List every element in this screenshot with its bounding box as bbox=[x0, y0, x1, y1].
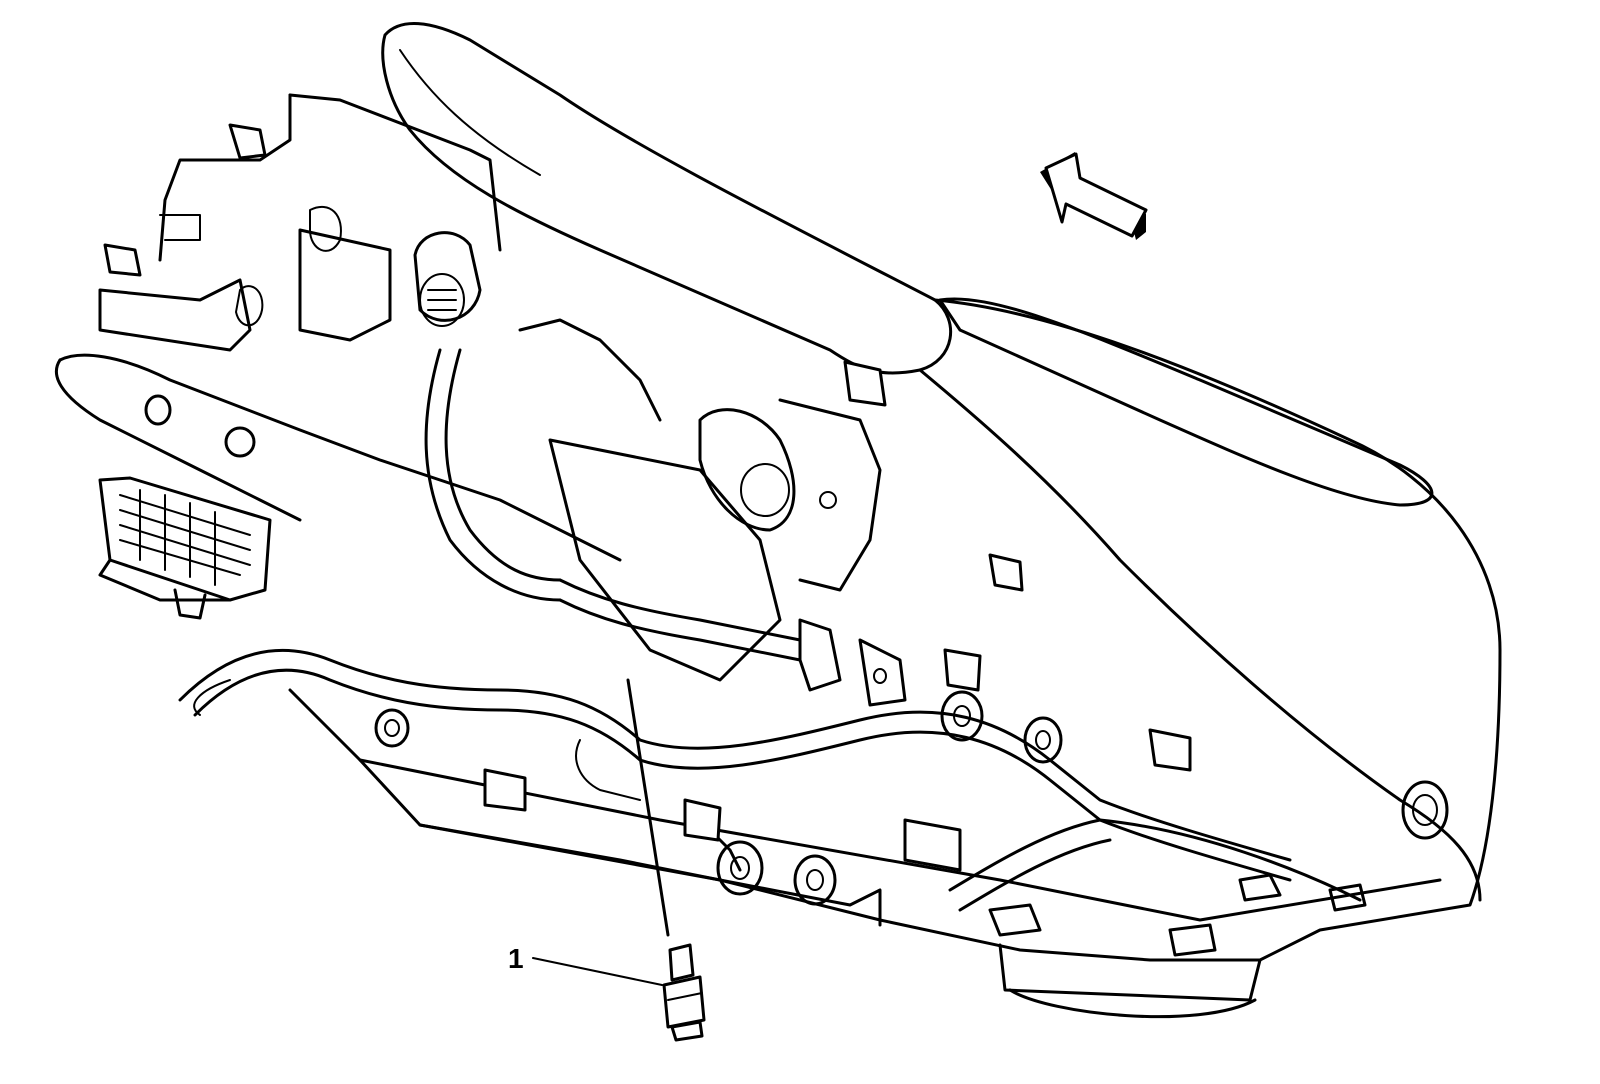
view-direction-arrow bbox=[1040, 152, 1148, 240]
callout-1: 1 bbox=[508, 943, 663, 986]
right-connectors bbox=[483, 360, 1192, 872]
bottom-rail bbox=[988, 873, 1367, 957]
left-bracket bbox=[98, 93, 502, 352]
center-bracket bbox=[518, 318, 907, 707]
panel-body bbox=[54, 298, 1502, 1019]
left-connector-block bbox=[98, 476, 272, 620]
upper-shroud bbox=[381, 22, 1434, 507]
round-connector bbox=[413, 231, 482, 327]
grommets bbox=[144, 394, 1449, 906]
callout-label: 1 bbox=[508, 943, 524, 974]
wiring-harness bbox=[178, 348, 1362, 912]
bulb-component bbox=[626, 678, 706, 1042]
